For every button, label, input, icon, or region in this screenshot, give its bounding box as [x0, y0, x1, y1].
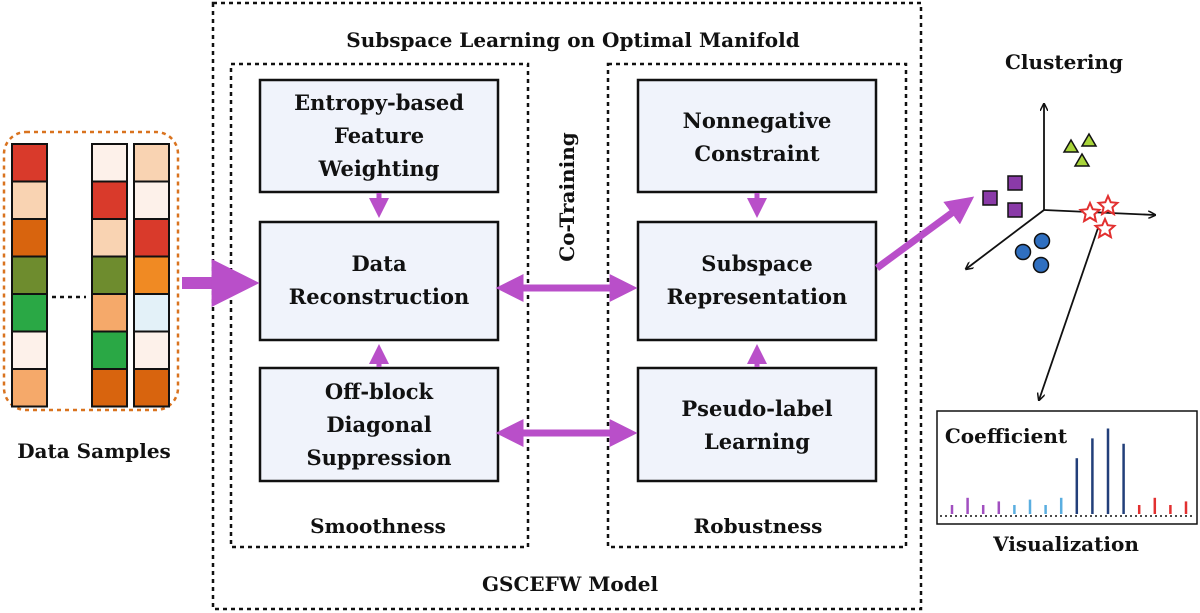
sample-cell	[133, 293, 170, 333]
coefficient-bars	[950, 428, 1188, 514]
pseudo-line-2: Learning	[704, 429, 810, 454]
sample-cell	[11, 330, 48, 370]
entropy-line-2: Feature	[334, 123, 424, 148]
visualization-label: Visualization	[992, 532, 1139, 556]
cluster-square-3	[1007, 202, 1023, 218]
smoothness-label: Smoothness	[310, 514, 446, 538]
clustering-plot	[966, 104, 1155, 400]
pseudo-label-box	[636, 366, 878, 483]
cotraining-label: Co-Training	[555, 132, 579, 261]
offblock-line-1: Off-block	[325, 379, 434, 404]
clustering-label: Clustering	[1005, 50, 1123, 74]
cluster-triangle-2	[1080, 132, 1098, 147]
data-reconstruction-box	[258, 220, 500, 342]
reconstruction-line-1: Data	[351, 251, 407, 276]
sample-cell	[11, 180, 48, 220]
sample-cell	[91, 330, 128, 370]
sample-cell	[133, 368, 170, 408]
nonnegative-line-1: Nonnegative	[683, 108, 832, 133]
sample-cell	[133, 218, 170, 258]
cluster-square-1	[1007, 175, 1023, 191]
sample-cell	[91, 218, 128, 258]
robustness-label: Robustness	[694, 514, 823, 538]
cluster-circle-2	[1014, 243, 1032, 261]
sample-cell	[133, 143, 170, 183]
axis-y	[966, 209, 1045, 269]
cluster-star-1	[1096, 193, 1120, 217]
reconstruction-line-2: Reconstruction	[289, 284, 469, 309]
entropy-weighting-box	[258, 78, 500, 194]
sample-cell	[91, 143, 128, 183]
offblock-suppression-box	[258, 366, 500, 483]
diagram-title: Subspace Learning on Optimal Manifold	[346, 28, 799, 52]
sample-cell	[11, 255, 48, 295]
data-samples-frame	[2, 130, 180, 412]
model-label: GSCEFW Model	[482, 572, 658, 596]
arrow-output	[874, 196, 975, 271]
sample-cell	[133, 330, 170, 370]
model-frame	[211, 1, 923, 611]
data-samples-label: Data Samples	[17, 439, 171, 463]
sample-cell	[11, 293, 48, 333]
subspace-representation-box	[636, 220, 878, 342]
subspace-line-1: Subspace	[701, 251, 812, 276]
nonnegative-line-2: Constraint	[694, 141, 819, 166]
subspace-line-2: Representation	[667, 284, 848, 309]
sample-cell	[133, 180, 170, 220]
axis-x	[1043, 209, 1155, 215]
cluster-triangle-3	[1073, 152, 1091, 167]
entropy-line-1: Entropy-based	[294, 90, 464, 115]
sample-cell	[91, 368, 128, 408]
sample-cell	[91, 180, 128, 220]
sample-cell	[133, 255, 170, 295]
robustness-panel	[606, 62, 908, 549]
offblock-line-3: Suppression	[306, 445, 451, 470]
coefficient-label: Coefficient	[945, 424, 1068, 448]
nonnegative-constraint-box	[636, 78, 878, 194]
cluster-circle-1	[1033, 232, 1051, 250]
cluster-star-3	[1093, 216, 1117, 240]
sample-cell	[91, 293, 128, 333]
sample-cell	[11, 368, 48, 408]
cluster-circle-3	[1032, 256, 1050, 274]
cluster-square-2	[982, 190, 998, 206]
data-samples	[11, 143, 170, 408]
axis-to-visualization	[1039, 227, 1099, 400]
pseudo-line-1: Pseudo-label	[681, 396, 832, 421]
cluster-triangle-1	[1062, 138, 1080, 153]
smoothness-panel	[229, 62, 530, 549]
sample-cell	[11, 143, 48, 183]
offblock-line-2: Diagonal	[326, 412, 431, 437]
sample-cell	[11, 218, 48, 258]
sample-cell	[91, 255, 128, 295]
cluster-star-2	[1078, 200, 1102, 224]
entropy-line-3: Weighting	[318, 156, 440, 181]
